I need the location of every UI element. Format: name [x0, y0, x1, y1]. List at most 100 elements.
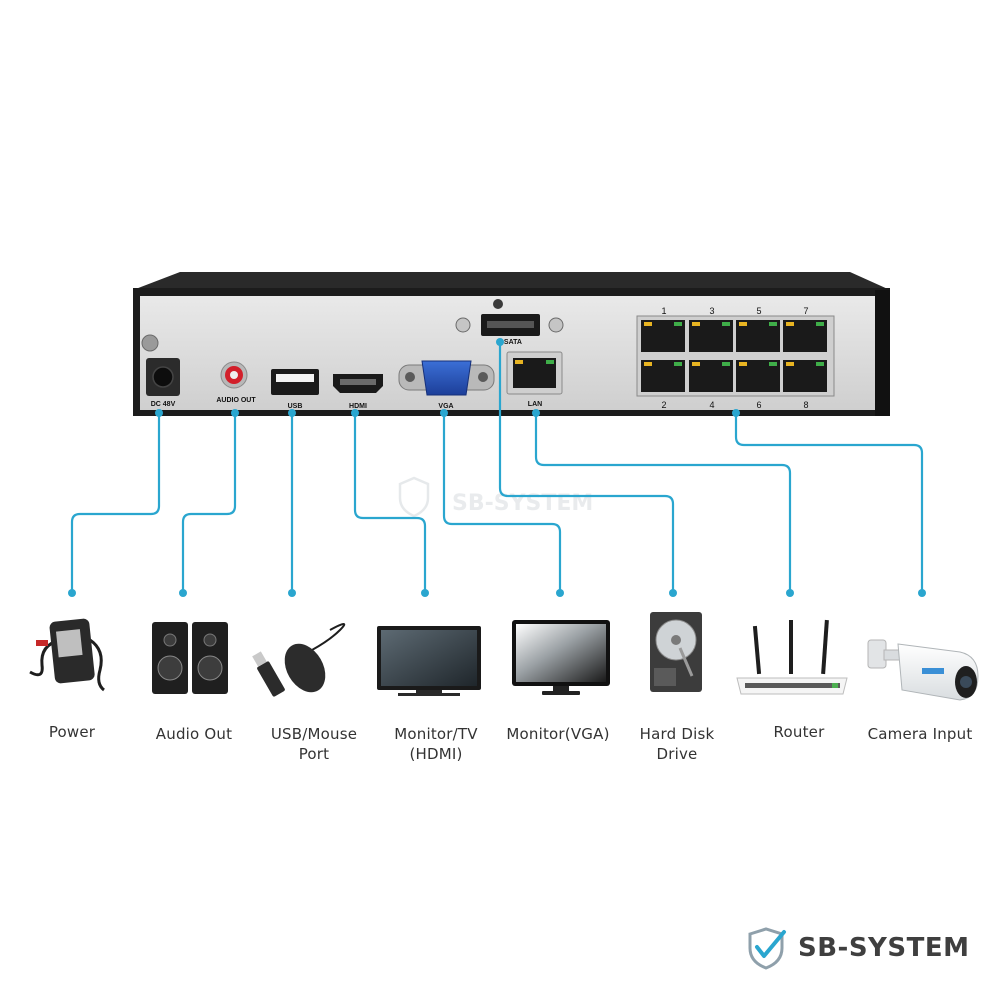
connector-dot — [351, 409, 359, 417]
monitor-hdmi-base — [398, 693, 460, 696]
mouse-usb-icon — [252, 623, 346, 697]
poe-port-number: 6 — [756, 400, 761, 410]
monitor-hdmi-icon — [377, 626, 481, 696]
poe-led-amber — [739, 362, 747, 366]
device-label-hard-disk: Hard Disk Drive — [607, 724, 747, 764]
connector-dots — [68, 338, 926, 597]
connector-line-hdd — [498, 342, 675, 593]
esata-screw-right-icon — [548, 317, 564, 333]
poe-port-number: 3 — [709, 306, 714, 316]
connector-line-power — [70, 413, 161, 593]
device-label-line: Monitor/TV — [394, 725, 478, 743]
connector-dot — [231, 409, 239, 417]
port-label-usb: USB — [288, 403, 303, 410]
power-adapter-sticker — [55, 629, 83, 658]
router-logo-dot — [832, 683, 838, 688]
device-label-line: Hard Disk — [639, 725, 715, 743]
poe-led-amber — [786, 362, 794, 366]
speaker-left-woofer — [157, 655, 183, 681]
connector-dot — [732, 409, 740, 417]
brand-logo: SB-SYSTEM — [744, 926, 984, 970]
watermark-text: SB-SYSTEM — [452, 491, 593, 516]
monitor-hdmi-stand — [416, 690, 442, 694]
connector-line-vga — [442, 413, 562, 593]
camera-lens — [960, 676, 972, 688]
poe-led-green — [769, 322, 777, 326]
device-label-line: Port — [298, 745, 330, 763]
poe-port-number: 5 — [756, 306, 761, 316]
vga-screw-left-icon — [405, 372, 415, 382]
power-cable-left — [29, 638, 61, 677]
connector-dot — [421, 589, 429, 597]
router-antenna-left — [752, 625, 762, 675]
device-label-router: Router — [729, 722, 869, 742]
device-label-line: Camera Input — [867, 725, 973, 743]
connector-line-hdmi — [353, 413, 427, 593]
brand-text: SB-SYSTEM — [798, 933, 970, 963]
connector-dot — [440, 409, 448, 417]
poe-led-amber — [644, 362, 652, 366]
power-plug-red — [36, 640, 48, 646]
poe-led-green — [816, 362, 824, 366]
nvr-side-edge — [875, 290, 890, 416]
device-label-usb-mouse: USB/Mouse Port — [244, 724, 384, 764]
usb-port-tongue — [276, 374, 314, 382]
speakers-icon — [152, 622, 228, 694]
monitor-vga-base — [542, 691, 580, 695]
connector-line-router — [534, 413, 792, 593]
hdd-board — [654, 668, 676, 686]
device-label-line: Monitor(VGA) — [506, 725, 610, 743]
mouse-cable — [311, 623, 346, 651]
monitor-hdmi-screen — [381, 630, 477, 686]
connector-dot — [288, 409, 296, 417]
connector-dot — [918, 589, 926, 597]
connector-dot — [556, 589, 564, 597]
device-label-line: Power — [48, 723, 96, 741]
poe-led-green — [722, 322, 730, 326]
audio-rca-center — [230, 371, 238, 379]
connector-dot — [669, 589, 677, 597]
device-label-camera: Camera Input — [850, 724, 990, 744]
port-label-dc: DC 48V — [151, 401, 176, 408]
connector-dot — [532, 409, 540, 417]
camera-icon — [867, 639, 979, 701]
port-label-lan: LAN — [528, 401, 542, 408]
hdd-spindle — [671, 635, 681, 645]
poe-port-number: 7 — [803, 306, 808, 316]
monitor-vga-icon — [512, 620, 610, 695]
watermark-shield-icon — [398, 476, 430, 518]
router-antenna-middle — [789, 620, 793, 674]
poe-led-green — [816, 322, 824, 326]
speaker-right-woofer — [197, 655, 223, 681]
poe-led-green — [722, 362, 730, 366]
hdd-arm — [678, 647, 694, 677]
poe-led-amber — [739, 322, 747, 326]
usb-stick-plug — [252, 651, 267, 667]
monitor-vga-screen — [516, 624, 606, 682]
poe-ports — [641, 320, 827, 392]
dc-jack-hole-icon — [152, 366, 174, 388]
camera-arm — [883, 649, 901, 661]
poe-led-amber — [786, 322, 794, 326]
esata-screw-left-icon — [455, 317, 471, 333]
poe-led-amber — [692, 322, 700, 326]
vga-connector — [421, 360, 472, 396]
speaker-right-tweeter — [203, 633, 217, 647]
device-label-line: Audio Out — [155, 725, 233, 743]
router-led-strip — [745, 683, 840, 688]
lan-led-right — [546, 360, 554, 364]
connector-dot — [786, 589, 794, 597]
router-antenna-right — [821, 619, 829, 675]
usb-stick — [257, 661, 285, 697]
nvr-top-bevel — [133, 272, 890, 290]
connector-dot — [496, 338, 504, 346]
nvr-device: DC 48V AUDIO OUT USB HDMI VGA eSATA LAN — [133, 272, 890, 416]
connector-lines — [70, 342, 924, 593]
hard-disk-icon — [650, 612, 702, 692]
hdmi-port-inner — [340, 379, 376, 385]
device-label-audio-out: Audio Out — [124, 724, 264, 744]
port-label-audio-out: AUDIO OUT — [216, 397, 256, 404]
poe-led-green — [769, 362, 777, 366]
connector-line-camera — [734, 413, 924, 593]
connector-dot — [68, 589, 76, 597]
